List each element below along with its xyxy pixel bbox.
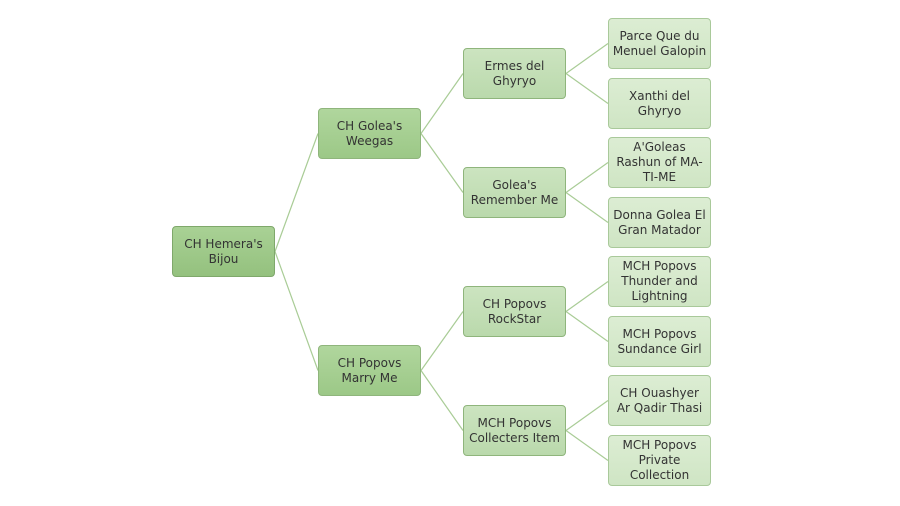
connector-line (420, 133, 464, 193)
node-label: MCH Popovs Sundance Girl (617, 326, 702, 356)
pedigree-node-sire[interactable]: CH Golea's Weegas (318, 108, 421, 159)
pedigree-node-great-grandparent[interactable]: Parce Que du Menuel Galopin (608, 18, 711, 69)
node-label: MCH Popovs Private Collection (622, 438, 697, 482)
connector-line (420, 311, 464, 371)
pedigree-node-great-grandparent[interactable]: MCH Popovs Thunder and Lightning (608, 256, 711, 307)
node-label: MCH Popovs Thunder and Lightning (621, 259, 698, 303)
pedigree-node-grandparent[interactable]: Golea's Remember Me (463, 167, 566, 218)
node-label: Ermes del Ghyryo (484, 58, 545, 88)
connector-line (274, 133, 319, 252)
node-label: Donna Golea El Gran Matador (613, 207, 706, 237)
node-label: A'Goleas Rashun of MA-TI-ME (616, 140, 703, 184)
connector-line (565, 430, 609, 461)
pedigree-node-great-grandparent[interactable]: Xanthi del Ghyryo (608, 78, 711, 129)
pedigree-node-dam[interactable]: CH Popovs Marry Me (318, 345, 421, 396)
node-label: CH Popovs RockStar (482, 296, 547, 326)
node-label: CH Golea's Weegas (336, 118, 403, 148)
node-label: CH Ouashyer Ar Qadir Thasi (616, 385, 703, 415)
node-label: CH Popovs Marry Me (337, 355, 402, 385)
pedigree-node-root[interactable]: CH Hemera's Bijou (172, 226, 275, 277)
connector-line (565, 281, 609, 312)
pedigree-node-grandparent[interactable]: MCH Popovs Collecters Item (463, 405, 566, 456)
connector-line (565, 400, 609, 431)
pedigree-node-grandparent[interactable]: Ermes del Ghyryo (463, 48, 566, 99)
connector-line (274, 251, 319, 371)
node-label: Xanthi del Ghyryo (629, 88, 690, 118)
connector-line (565, 311, 609, 342)
node-label: CH Hemera's Bijou (184, 236, 263, 266)
connector-line (565, 73, 609, 104)
pedigree-node-great-grandparent[interactable]: A'Goleas Rashun of MA-TI-ME (608, 137, 711, 188)
pedigree-node-great-grandparent[interactable]: Donna Golea El Gran Matador (608, 197, 711, 248)
pedigree-node-grandparent[interactable]: CH Popovs RockStar (463, 286, 566, 337)
connector-line (420, 73, 464, 134)
pedigree-node-great-grandparent[interactable]: MCH Popovs Private Collection (608, 435, 711, 486)
connector-line (565, 192, 609, 223)
connector-line (565, 162, 609, 193)
pedigree-node-great-grandparent[interactable]: CH Ouashyer Ar Qadir Thasi (608, 375, 711, 426)
node-label: Golea's Remember Me (470, 177, 559, 207)
connector-line (565, 43, 609, 74)
pedigree-node-great-grandparent[interactable]: MCH Popovs Sundance Girl (608, 316, 711, 367)
connector-line (420, 370, 464, 431)
node-label: MCH Popovs Collecters Item (469, 415, 560, 445)
node-label: Parce Que du Menuel Galopin (612, 28, 707, 58)
